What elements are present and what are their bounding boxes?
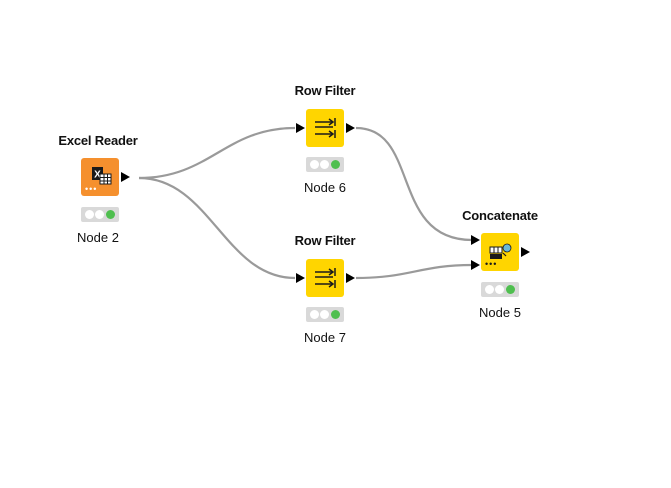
status-light-red [310, 160, 319, 169]
status-traffic-light [306, 307, 344, 322]
status-light-yellow [320, 160, 329, 169]
node-row-filter-7[interactable]: Row Filter Node 7 [265, 230, 385, 350]
status-traffic-light [306, 157, 344, 172]
status-light-green [506, 285, 515, 294]
concatenate-icon [489, 243, 512, 259]
status-light-yellow [95, 210, 104, 219]
row-filter-body[interactable] [306, 109, 344, 147]
output-port[interactable] [521, 247, 530, 257]
status-light-red [485, 285, 494, 294]
node-label[interactable]: Node 5 [479, 305, 521, 320]
row-filter-body[interactable] [306, 259, 344, 297]
excel-reader-body[interactable]: X ••• [81, 158, 119, 196]
svg-text:X: X [94, 170, 101, 181]
node-label[interactable]: Node 7 [304, 330, 346, 345]
row-filter-icon [315, 268, 336, 288]
node-concatenate[interactable]: Concatenate ••• Node 5 [440, 205, 560, 325]
node-title: Concatenate [462, 208, 538, 223]
node-label[interactable]: Node 6 [304, 180, 346, 195]
status-light-red [310, 310, 319, 319]
connection-node2-node7[interactable] [138, 176, 296, 280]
concatenate-body[interactable]: ••• [481, 233, 519, 271]
connection-node2-node6[interactable] [138, 126, 296, 180]
status-light-green [106, 210, 115, 219]
output-port[interactable] [121, 172, 130, 182]
connection-node7-node5[interactable] [355, 263, 473, 280]
node-title: Excel Reader [58, 133, 138, 148]
status-light-green [331, 160, 340, 169]
output-port[interactable] [346, 123, 355, 133]
excel-reader-icon: X [92, 167, 112, 185]
node-row-filter-6[interactable]: Row Filter Node 6 [265, 80, 385, 200]
status-light-red [85, 210, 94, 219]
row-filter-icon [315, 118, 336, 138]
input-port-1[interactable] [471, 235, 480, 245]
input-port[interactable] [296, 273, 305, 283]
status-light-yellow [320, 310, 329, 319]
input-port[interactable] [296, 123, 305, 133]
status-traffic-light [81, 207, 119, 222]
status-light-green [331, 310, 340, 319]
node-menu-dots-icon[interactable]: ••• [485, 259, 498, 269]
status-traffic-light [481, 282, 519, 297]
node-title: Row Filter [294, 83, 356, 98]
node-label[interactable]: Node 2 [77, 230, 119, 245]
status-light-yellow [495, 285, 504, 294]
connection-node6-node5[interactable] [355, 126, 473, 242]
node-excel-reader[interactable]: Excel Reader X ••• Node 2 [38, 130, 158, 250]
input-port-2[interactable] [471, 260, 480, 270]
node-title: Row Filter [294, 233, 356, 248]
node-menu-dots-icon[interactable]: ••• [85, 184, 98, 194]
output-port[interactable] [346, 273, 355, 283]
